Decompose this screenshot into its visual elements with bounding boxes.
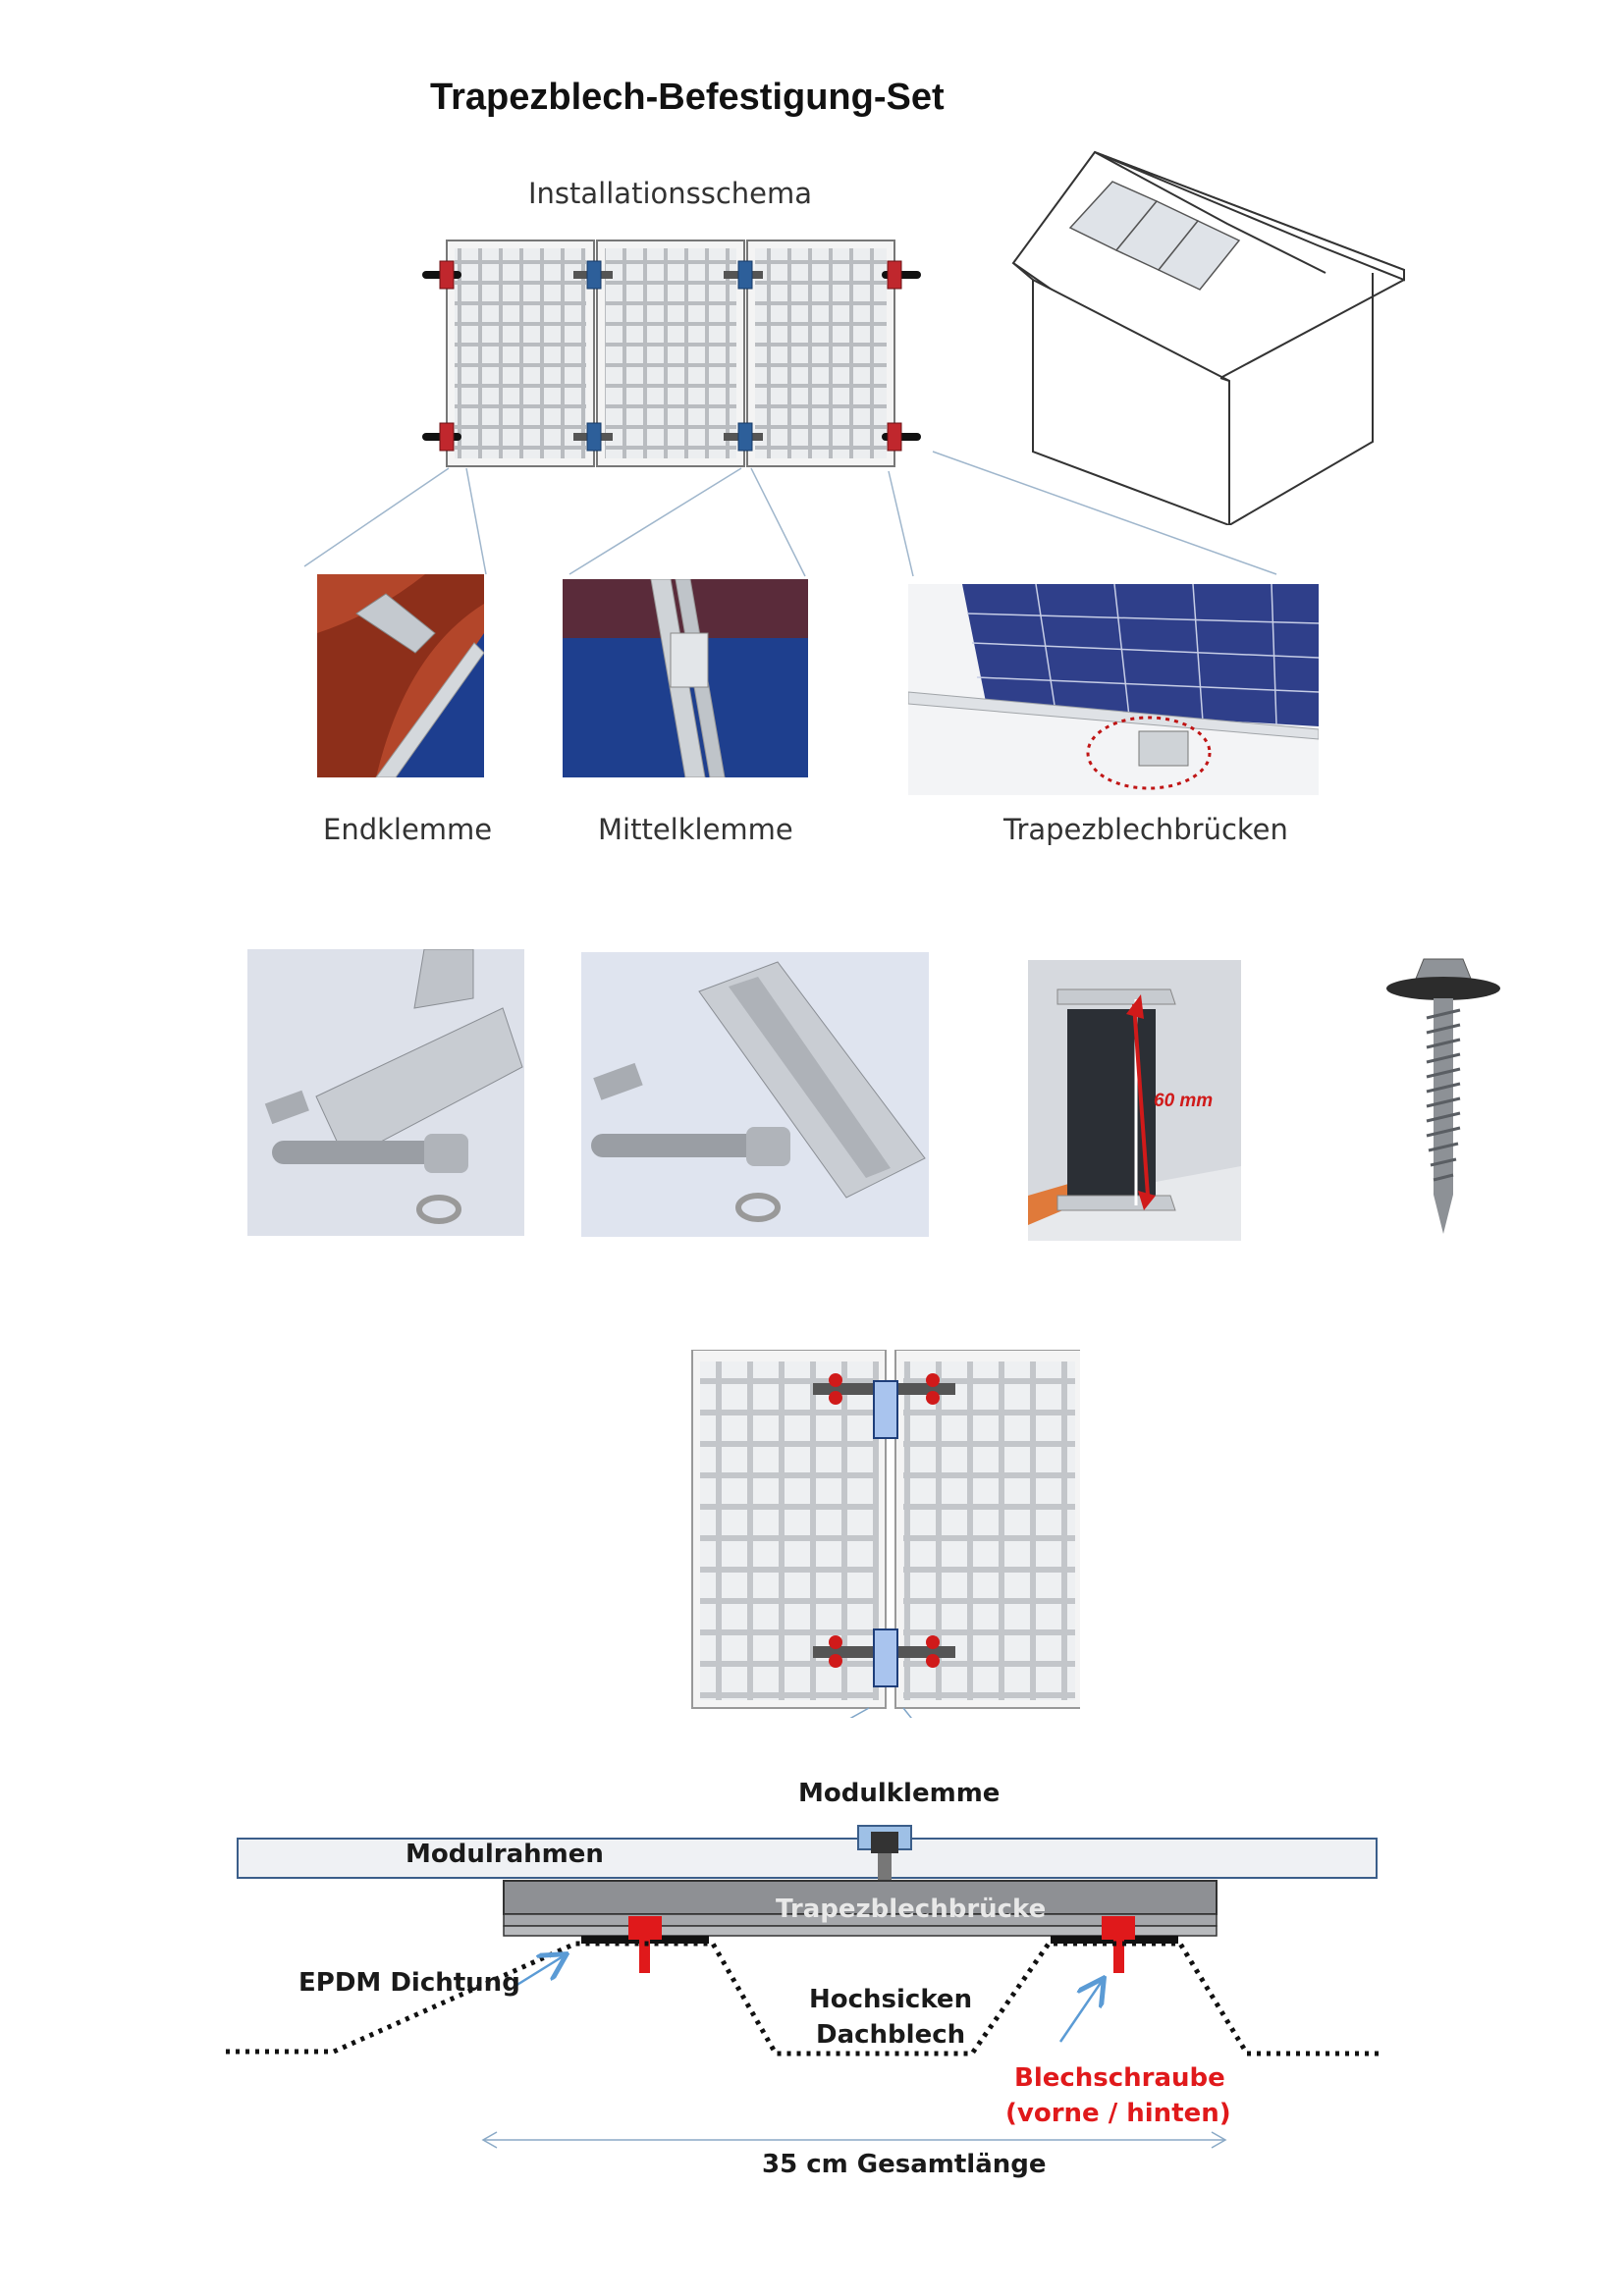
label-module-clamp: Modulklemme [798, 1779, 1001, 1808]
length-dimension [481, 2131, 1227, 2149]
bridge-product-photo: 60 mm [1028, 960, 1241, 1241]
detail-label-trapezblechbruecken: Trapezblechbrücken [1003, 813, 1288, 846]
leader-line [902, 1707, 912, 1718]
screw-arrow [1058, 1980, 1103, 2043]
end-clamp-marker [422, 260, 461, 290]
solar-panel [446, 240, 595, 467]
leader-line [849, 1707, 870, 1718]
detail-label-mittelklemme: Mittelklemme [598, 813, 793, 846]
mid-clamp-product-photo [581, 952, 929, 1237]
mid-clamp-marker [724, 260, 763, 290]
label-roof-line1: Hochsicken [809, 1985, 973, 2014]
mid-clamp-marker [573, 260, 613, 290]
leader-line [568, 467, 742, 575]
sheet-metal-screw-photo [1386, 958, 1500, 1234]
module-clamp [857, 1825, 912, 1881]
roof-panels [1068, 181, 1241, 291]
bridge-photo [908, 584, 1319, 795]
schema-heading: Installationsschema [528, 177, 813, 210]
trapez-roof-sheet [226, 1941, 1380, 2056]
end-clamp-marker [422, 422, 461, 452]
module-frame [237, 1838, 1378, 1879]
leader-line [465, 467, 487, 575]
leader-line [932, 451, 1277, 575]
label-roof-line2: Dachblech [816, 2020, 966, 2050]
detail-label-endklemme: Endklemme [323, 813, 493, 846]
label-bridge: Trapezblechbrücke [776, 1895, 1047, 1924]
mid-clamp-marker [724, 422, 763, 452]
sheet-screw-left [628, 1916, 662, 1973]
house-illustration [1011, 150, 1405, 525]
label-screw-line2: (vorne / hinten) [1005, 2099, 1231, 2128]
page-title: Trapezblech-Befestigung-Set [430, 77, 945, 118]
gasket-arrow [514, 1955, 565, 1988]
leader-line [303, 467, 450, 567]
bridge-bottom [813, 1629, 955, 1687]
bridge-height-label: 60 mm [1154, 1091, 1214, 1111]
cross-section-diagram [226, 1825, 1380, 2149]
end-clamp-marker [882, 422, 921, 452]
end-clamp-photo [317, 574, 484, 777]
trapez-bridge [503, 1880, 1218, 1937]
label-module-frame: Modulrahmen [406, 1840, 604, 1869]
leader-line [888, 470, 914, 577]
mid-clamp-photo [563, 579, 808, 777]
end-clamp-product-photo [247, 949, 524, 1236]
end-clamp-marker [882, 260, 921, 290]
solar-panel [746, 240, 895, 467]
solar-panel [596, 240, 745, 467]
label-total-length: 35 cm Gesamtlänge [762, 2150, 1047, 2179]
leader-line [750, 467, 806, 577]
label-epdm-gasket: EPDM Dichtung [298, 1968, 520, 1998]
mid-clamp-closeup-diagram [691, 1350, 1080, 1718]
panel-array-diagram [303, 240, 1277, 577]
bridge-top [813, 1373, 955, 1439]
sheet-screw-right [1102, 1916, 1135, 1973]
mid-clamp-marker [573, 422, 613, 452]
label-screw-line1: Blechschraube [1014, 2063, 1225, 2093]
